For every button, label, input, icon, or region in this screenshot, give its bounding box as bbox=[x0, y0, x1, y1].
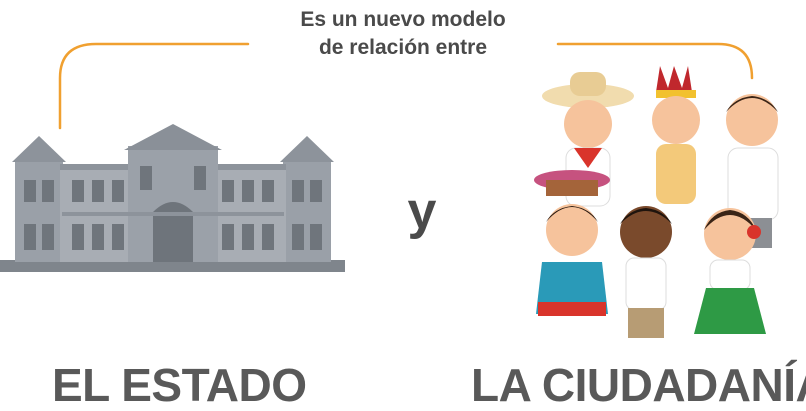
headline-line-1: Es un nuevo modelo bbox=[300, 8, 506, 31]
diverse-citizens-icon bbox=[534, 66, 779, 338]
government-palace-icon bbox=[0, 124, 345, 272]
headline-line-2: de relación entre bbox=[318, 36, 488, 59]
headline: Es un nuevo modelo de relación entre bbox=[248, 6, 558, 62]
state-label: EL ESTADO bbox=[52, 359, 307, 411]
citizenry-label: LA CIUDADANÍA bbox=[471, 359, 806, 411]
conjunction-text: y bbox=[407, 182, 437, 240]
